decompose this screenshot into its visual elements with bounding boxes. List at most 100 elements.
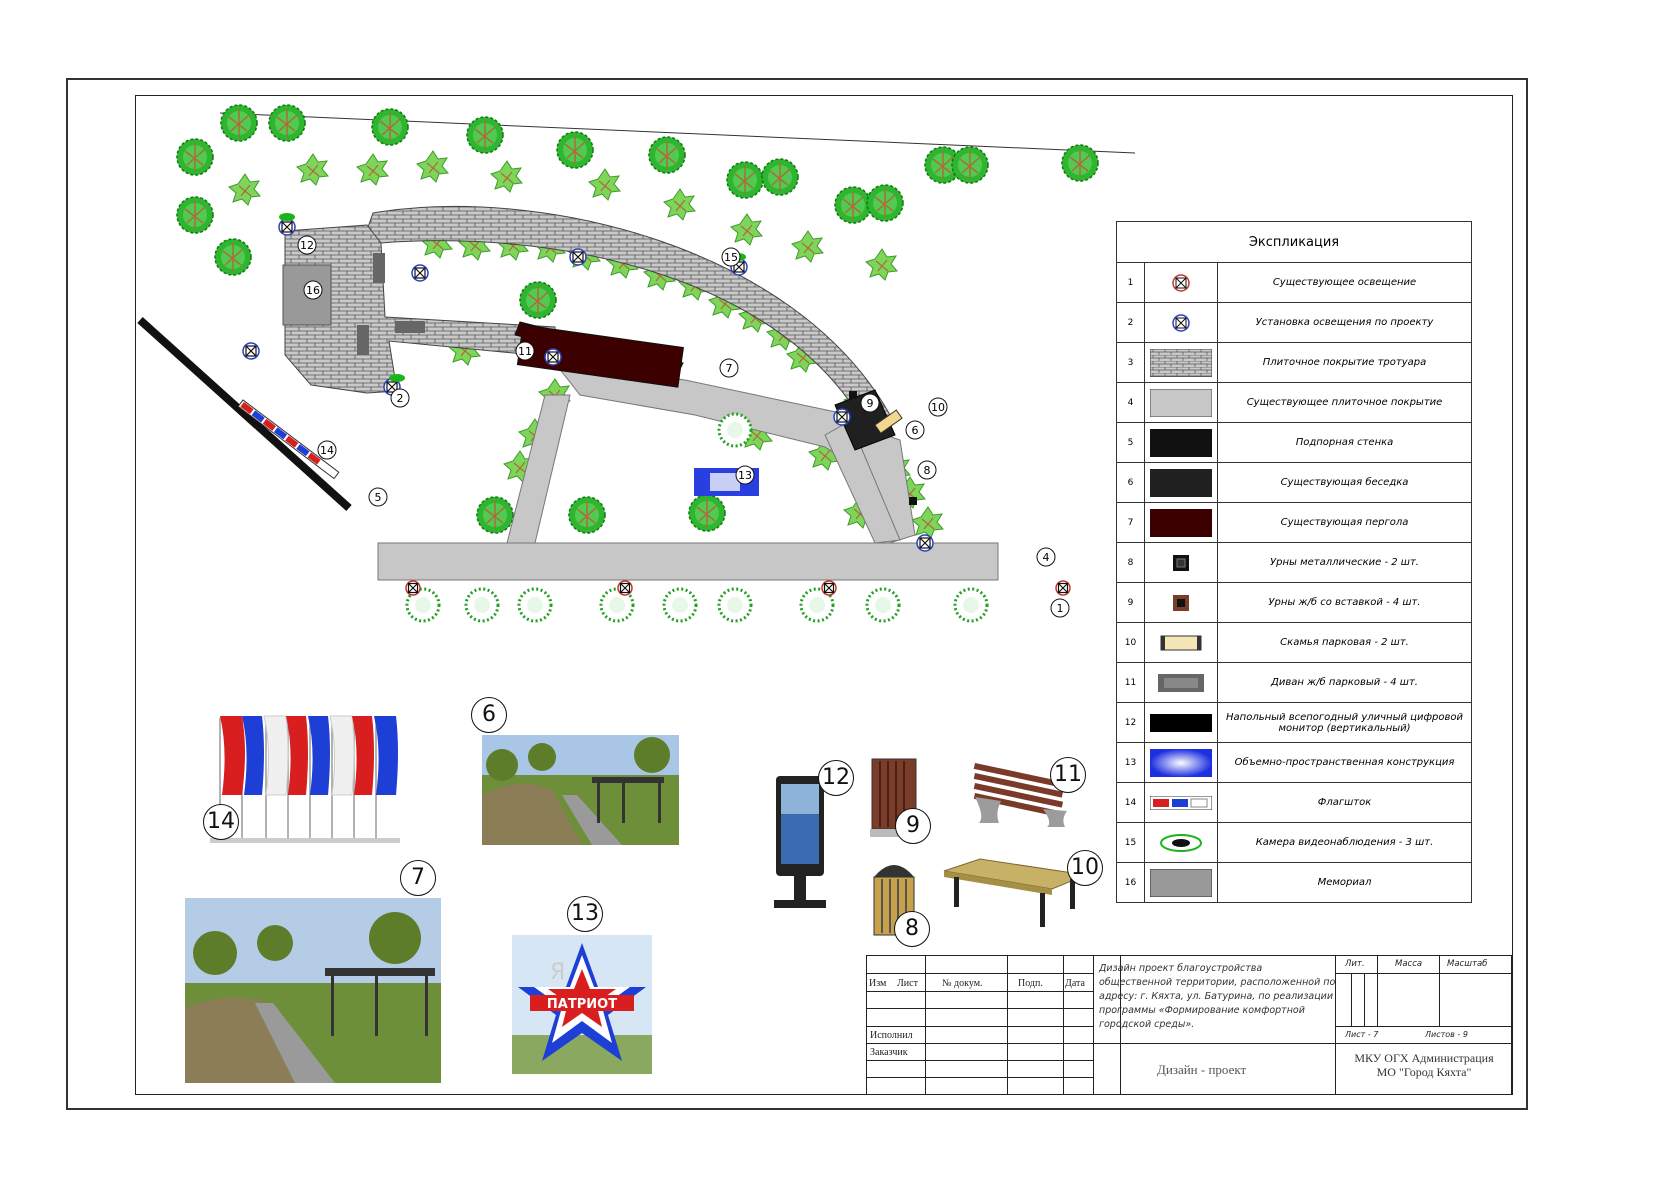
row-ispolnil: Исполнил: [870, 1030, 913, 1041]
legend-number: 16: [1116, 862, 1145, 903]
flagpole-plan: [237, 399, 340, 480]
digital-monitor-icon: [1144, 702, 1218, 743]
legend-number: 11: [1116, 662, 1145, 703]
legend-number: 12: [1116, 702, 1145, 743]
metal-bin-icon: [1144, 542, 1218, 583]
drawing-outer-frame: [66, 78, 1528, 1110]
legend-row: 14 Флагшток: [1116, 782, 1472, 823]
legend-row: 12 Напольный всепогодный уличный цифровой…: [1116, 702, 1472, 743]
col-data: Дата: [1065, 978, 1085, 989]
legend-text: Напольный всепогодный уличный цифровой м…: [1217, 702, 1472, 743]
boundary-line: [219, 112, 1135, 154]
legend-row: 10 Скамья парковая - 2 шт.: [1116, 622, 1472, 663]
gazebo-photo: [482, 735, 679, 845]
callout-14: 14: [203, 804, 239, 840]
patriot-letter: Я: [550, 960, 565, 985]
plan-label-11: 11: [518, 345, 532, 358]
col-podp: Подп.: [1018, 978, 1043, 989]
legend-number: 4: [1116, 382, 1145, 423]
massa-label: Масса: [1395, 959, 1423, 969]
legend-number: 14: [1116, 782, 1145, 823]
legend-text: Урны металлические - 2 шт.: [1217, 542, 1472, 583]
callout-7: 7: [400, 860, 436, 896]
doc-type: Дизайн - проект: [1157, 1062, 1247, 1077]
plan-label-4: 4: [1043, 551, 1050, 564]
patriot-text: ПАТРИОТ: [547, 997, 617, 1012]
park-sofa-image: [973, 763, 1067, 827]
legend-text: Скамья парковая - 2 шт.: [1217, 622, 1472, 663]
callout-12: 12: [818, 760, 854, 796]
plan-label-2: 2: [397, 392, 404, 405]
legend-row: 9 Урны ж/б со вставкой - 4 шт.: [1116, 582, 1472, 623]
legend-text: Установка освещения по проекту: [1217, 302, 1472, 343]
legend-text: Существующее освещение: [1217, 262, 1472, 303]
callout-8: 8: [894, 911, 930, 947]
legend-text: Подпорная стенка: [1217, 422, 1472, 463]
flags-image: [210, 715, 400, 843]
site-plan: 1 2 4 5 6 7 8 10 13 14 15 16 11 9 12: [137, 104, 1135, 623]
project-description: Дизайн проект благоустройства общественн…: [1099, 963, 1336, 1030]
project-light-icon: [1144, 302, 1218, 343]
patriot-structure-image: Я ПАТРИОТ: [512, 935, 652, 1074]
callout-9: 9: [895, 808, 931, 844]
retaining-wall-icon: [1144, 422, 1218, 463]
plan-label-8: 8: [924, 464, 931, 477]
plan-label-10: 10: [931, 401, 945, 414]
plan-label-15: 15: [724, 251, 738, 264]
masshtab-label: Масштаб: [1447, 959, 1488, 969]
memorial-plaza: [284, 224, 556, 394]
organization: МКУ ОГХ Администрация МО "Город Кяхта": [1354, 1051, 1494, 1079]
gazebo: [834, 389, 896, 451]
plan-label-9: 9: [867, 397, 874, 410]
legend-number: 9: [1116, 582, 1145, 623]
plan-label-12: 12: [300, 239, 314, 252]
camera-icon: [1144, 822, 1218, 863]
plan-label-16: 16: [306, 284, 320, 297]
legend-row: 11 Диван ж/б парковый - 4 шт.: [1116, 662, 1472, 703]
legend-number: 2: [1116, 302, 1145, 343]
plan-label-13: 13: [738, 469, 752, 482]
legend-text: Камера видеонаблюдения - 3 шт.: [1217, 822, 1472, 863]
legend-text: Флагшток: [1217, 782, 1472, 823]
legend-row: 5 Подпорная стенка: [1116, 422, 1472, 463]
legend-text: Существующее плиточное покрытие: [1217, 382, 1472, 423]
drawing-inner-frame: [135, 95, 1513, 1095]
legend-row: 4 Существующее плиточное покрытие: [1116, 382, 1472, 423]
legend-text: Урны ж/б со вставкой - 4 шт.: [1217, 582, 1472, 623]
callout-13: 13: [567, 896, 603, 932]
legend-number: 3: [1116, 342, 1145, 383]
callout-6: 6: [471, 697, 507, 733]
memorial-icon: [1144, 862, 1218, 903]
existing-light-icon: [1144, 262, 1218, 303]
sheet-count: Листов - 9: [1425, 1030, 1468, 1039]
park-bench-icon: [1144, 622, 1218, 663]
callout-11: 11: [1050, 757, 1086, 793]
park-bench-image: [943, 858, 1088, 927]
plan-label-6: 6: [912, 424, 919, 437]
flagpole-icon: [1144, 782, 1218, 823]
plan-label-7: 7: [726, 362, 733, 375]
legend-text: Существующая беседка: [1217, 462, 1472, 503]
legend-number: 1: [1116, 262, 1145, 303]
legend-number: 5: [1116, 422, 1145, 463]
park-sofa-icon: [1144, 662, 1218, 703]
col-izm: Изм: [869, 978, 887, 989]
existing-paving: [377, 362, 999, 581]
sofa-1: [373, 253, 385, 283]
legend-number: 13: [1116, 742, 1145, 783]
pergola-photo: [185, 898, 441, 1083]
title-block: Изм Лист № докум. Подп. Дата Исполнил За…: [866, 955, 1512, 1095]
legend-number: 8: [1116, 542, 1145, 583]
legend-text: Диван ж/б парковый - 4 шт.: [1217, 662, 1472, 703]
legend-number: 10: [1116, 622, 1145, 663]
callout-10: 10: [1067, 850, 1103, 886]
sofa-3: [395, 321, 425, 333]
bench-plan: [874, 409, 903, 434]
legend-title: Экспликация: [1116, 221, 1472, 263]
volumetric-structure-icon: [1144, 742, 1218, 783]
